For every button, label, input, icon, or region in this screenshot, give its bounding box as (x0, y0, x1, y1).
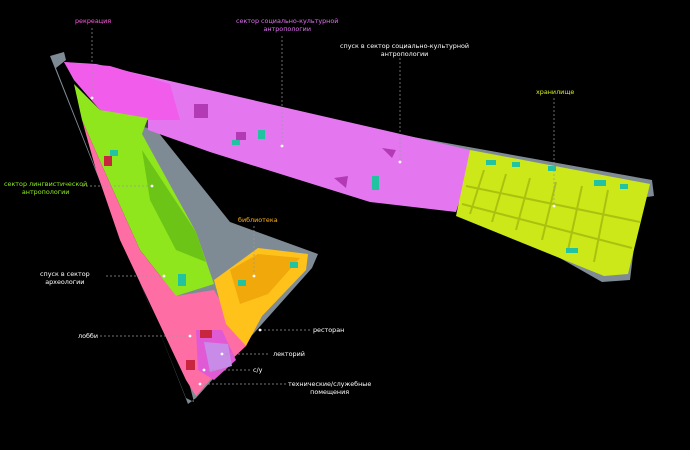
dot-lecture (220, 352, 224, 356)
label-restaurant: ресторан (313, 326, 345, 334)
dot-restaurant (258, 328, 262, 332)
label-library: библиотека (238, 216, 278, 224)
label-lobby: лобби (78, 332, 99, 340)
label-lecture: лекторий (273, 350, 305, 358)
zone-archaeology (82, 120, 246, 396)
label-linguistic: сектор лингвистической антропологии (4, 180, 88, 196)
label-social-cultural: сектор социально-культурной антропологии (236, 17, 339, 33)
dot-technical (198, 382, 202, 386)
label-wc: с/у (253, 366, 263, 374)
dot-recreation (90, 96, 94, 100)
label-descent-archaeology: спуск в сектор археологии (40, 270, 90, 286)
label-recreation: рекреация (75, 17, 112, 25)
label-descent-social: спуск в сектор социально-культурной антр… (340, 42, 470, 58)
zone-library-shade (230, 254, 300, 304)
dot-descent-archaeology (162, 274, 166, 278)
red-objects (104, 156, 212, 370)
dot-social-cultural (280, 144, 284, 148)
magenta-objects (194, 104, 396, 188)
dot-lobby (188, 334, 192, 338)
zone-recreation (64, 62, 180, 120)
storage-grid (461, 169, 641, 263)
dot-linguistic (150, 184, 154, 188)
label-storage: хранилище (536, 88, 575, 96)
dot-wc (202, 368, 206, 372)
dot-descent-social (398, 160, 402, 164)
zone-lecture (204, 342, 232, 372)
dot-library (252, 274, 256, 278)
teal-objects (110, 130, 628, 286)
dot-storage (552, 204, 556, 208)
label-technical: технические/служебные помещения (288, 380, 372, 396)
zone-linguistic-shade (142, 150, 206, 262)
